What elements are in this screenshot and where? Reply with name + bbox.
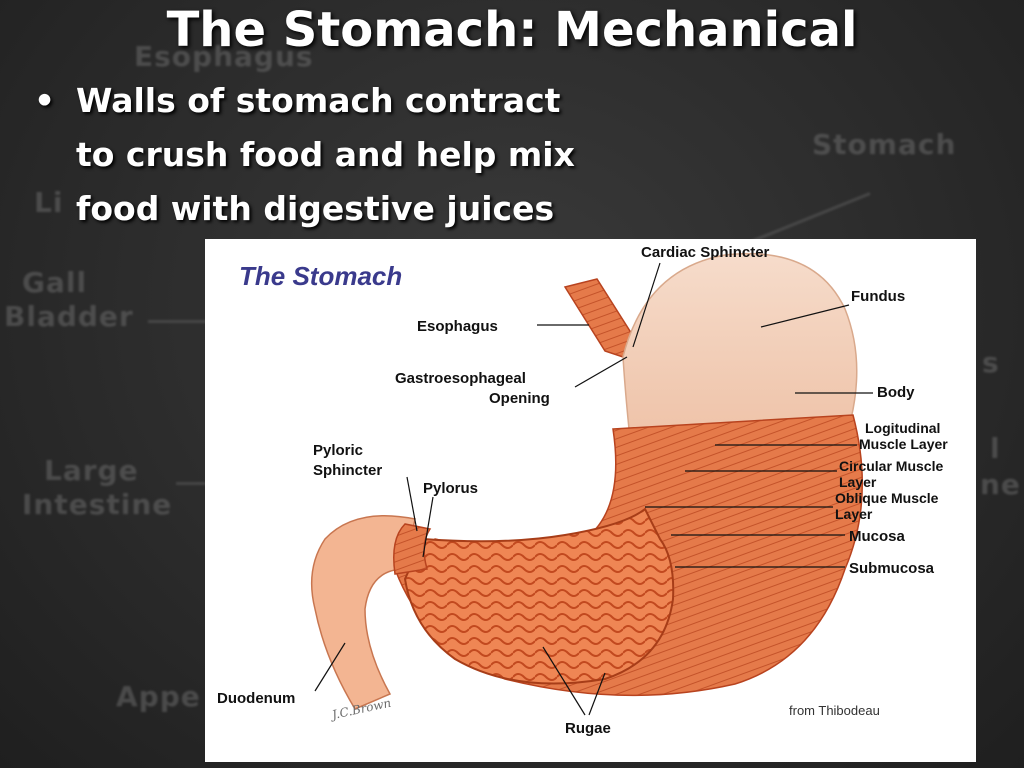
figure-credit: from Thibodeau [789,703,880,718]
leader-pylorus [422,496,434,558]
label-esophagus: Esophagus [417,318,498,335]
leader-lines [314,262,873,716]
fundus-shape [622,252,858,430]
bullet-line-1: Walls of stomach contract [76,81,561,120]
leader-duodenum [314,642,346,692]
label-circular-2: Layer [839,474,877,490]
bg-label-stomach: Stomach [812,128,957,161]
leader-fundus [760,304,850,328]
label-gastroesophageal-2: Opening [489,390,550,407]
bg-leader-stomach [748,192,871,244]
leader-rugae-2 [588,672,606,716]
bg-label-appendix-fragment: Appe [116,680,201,713]
bg-label-right-fragment-3: ne [980,468,1021,501]
leader-cardiac-sphincter [632,262,661,348]
esophagus-shape [563,278,636,358]
bg-label-large-2: Intestine [22,488,173,521]
bullet-symbol: • [34,81,56,120]
label-pyloric-2: Sphincter [313,462,382,479]
bg-label-gall-1: Gall [22,266,88,299]
bg-label-liver-fragment: Li [34,186,64,219]
label-rugae: Rugae [565,720,611,737]
label-longitudinal-2: Muscle Layer [859,436,948,452]
label-body: Body [877,384,915,401]
slide-title: The Stomach: Mechanical [166,2,858,58]
bg-label-esophagus: Esophagus [134,40,314,73]
bullet-line-2: to crush food and help mix [76,135,575,174]
bg-label-right-fragment-2: l [990,432,1001,465]
stomach-figure: The Stomach [205,239,976,762]
bullet-point: • Walls of stomach contract to crush foo… [34,74,594,236]
label-longitudinal-1: Logitudinal [865,420,940,436]
label-duodenum: Duodenum [217,690,295,707]
bullet-line-3: food with digestive juices [76,189,555,228]
bg-leader-large [176,482,206,485]
leader-gastroesophageal [574,356,628,388]
label-mucosa: Mucosa [849,528,906,545]
label-pylorus: Pylorus [423,480,478,497]
label-oblique-2: Layer [835,506,873,522]
leader-rugae-1 [542,646,586,716]
rugae-lining-shape [403,507,675,685]
leader-pyloric-sphincter [406,476,418,532]
bg-label-large-1: Large [44,454,139,487]
bg-leader-gall [148,320,206,323]
label-fundus: Fundus [851,288,905,305]
label-cardiac-sphincter: Cardiac Sphincter [641,244,770,261]
label-pyloric-1: Pyloric [313,442,363,459]
bg-label-gall-2: Bladder [4,300,134,333]
figure-title: The Stomach [239,261,402,291]
stomach-illustration: The Stomach [217,244,948,737]
label-oblique-1: Oblique Muscle [835,490,939,506]
bg-label-right-fragment-1: s [982,346,1000,379]
label-gastroesophageal-1: Gastroesophageal [395,370,526,387]
label-circular-1: Circular Muscle [839,458,943,474]
label-submucosa: Submucosa [849,560,935,577]
